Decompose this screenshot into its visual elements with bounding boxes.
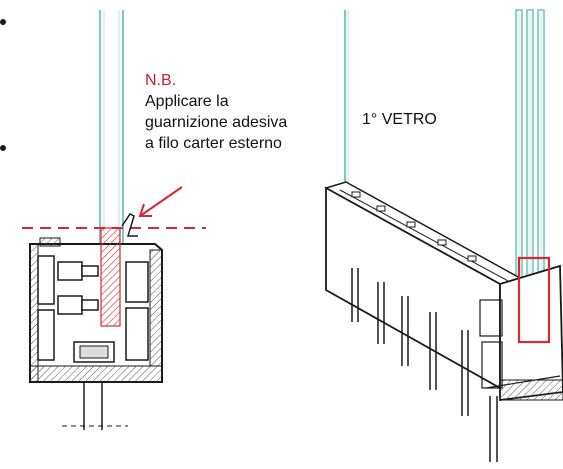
annotation-nb: N.B. (145, 72, 177, 89)
annotation-line-1: Applicare la (145, 93, 229, 110)
annotation-line-3: a filo carter esterno (145, 135, 282, 152)
glass-label: 1° VETRO (362, 111, 437, 128)
pointer-arrow (138, 186, 183, 217)
adhesive-gasket-perspective (517, 256, 551, 344)
annotation-line-2: guarnizione adesiva (145, 114, 288, 131)
section-detail (22, 10, 206, 430)
adhesive-gasket (100, 227, 121, 327)
edge-mark-bottom (0, 145, 6, 151)
annotation-note: N.B. Applicare la guarnizione adesiva a … (145, 70, 287, 154)
edge-mark-top (0, 19, 6, 25)
perspective-view (324, 9, 563, 462)
